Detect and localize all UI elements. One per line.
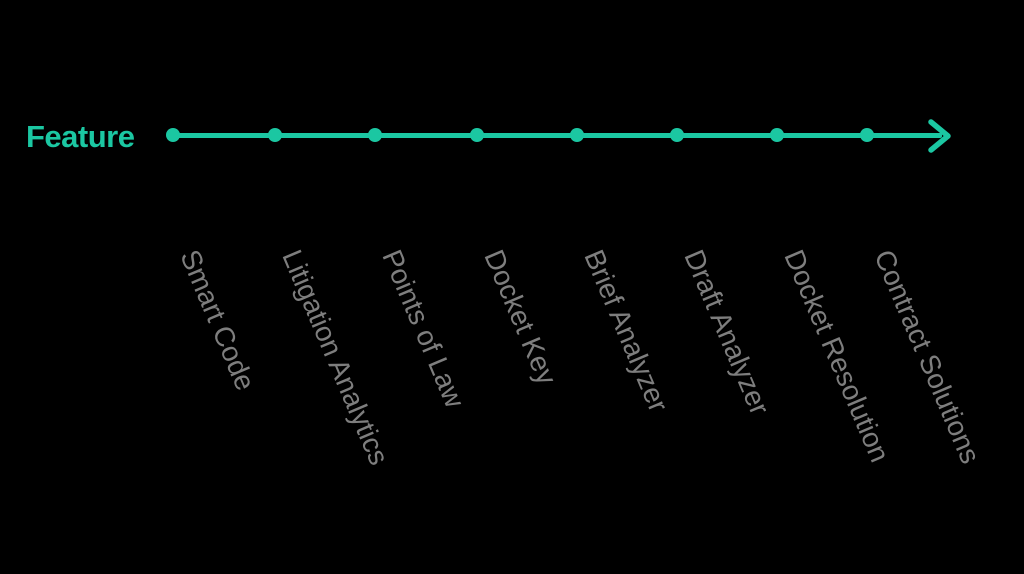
feature-item-label: Brief Analyzer (578, 245, 675, 417)
timeline-dot (166, 128, 180, 142)
feature-item-label: Smart Code (174, 245, 262, 395)
timeline-dot (770, 128, 784, 142)
feature-item-label: Docket Key (478, 245, 563, 390)
timeline-dot (860, 128, 874, 142)
timeline-line (173, 133, 942, 138)
timeline-dot (670, 128, 684, 142)
arrow-head-stroke (928, 119, 951, 153)
timeline-dot (368, 128, 382, 142)
feature-item-label: Litigation Analytics (276, 245, 395, 470)
timeline-dot (268, 128, 282, 142)
timeline-dot (570, 128, 584, 142)
right-arrow-icon (928, 119, 951, 153)
axis-title: Feature (26, 119, 135, 154)
feature-item-label: Draft Analyzer (678, 245, 776, 420)
timeline-dot (470, 128, 484, 142)
feature-item-label: Points of Law (376, 245, 471, 413)
